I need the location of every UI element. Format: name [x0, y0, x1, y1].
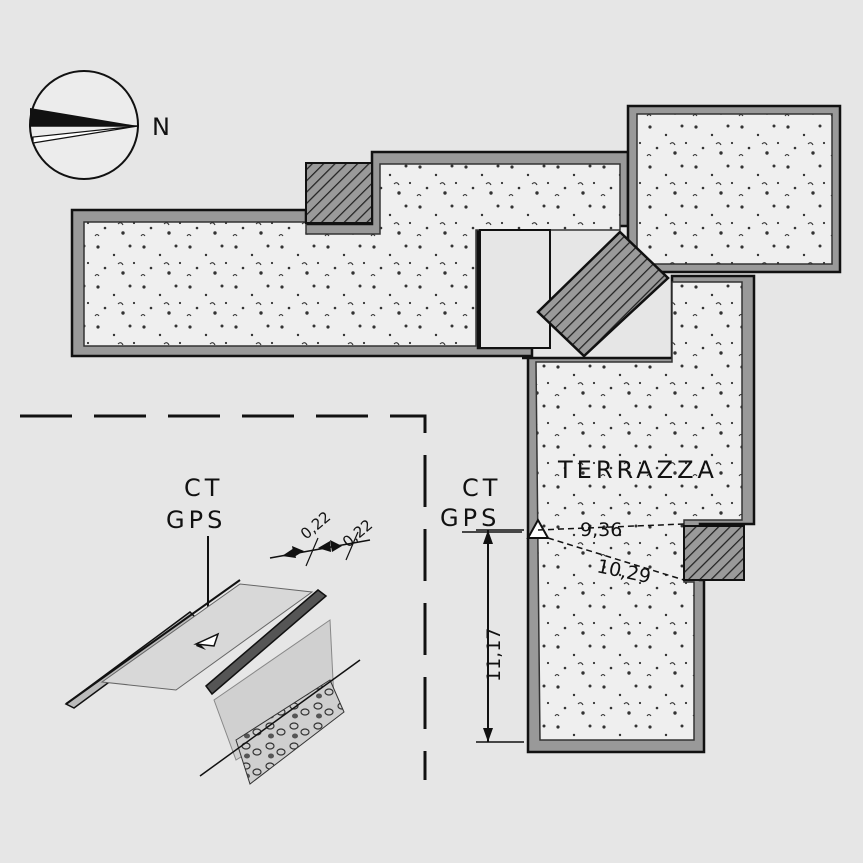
survey-label-ct-right: CT — [462, 474, 501, 502]
survey-point-marker-left — [193, 632, 220, 647]
building-left-block — [70, 150, 630, 358]
hatched-stair — [536, 230, 670, 358]
survey-label-gps-left: GPS — [166, 506, 226, 534]
dimension-left-b: 0,22 — [339, 516, 376, 551]
property-boundary — [20, 414, 427, 780]
wall-section-detail — [64, 531, 371, 785]
dimension-9-36: 9,36 — [580, 519, 622, 541]
terrace-label: TERRAZZA — [557, 456, 718, 484]
compass-needle-dark — [30, 108, 138, 126]
terrace-area — [522, 274, 756, 754]
building-right-block — [626, 104, 842, 274]
hatched-chimney-top — [305, 162, 373, 224]
survey-measurements — [476, 517, 685, 743]
compass-rose — [29, 70, 139, 180]
dimension-11-17: 11,17 — [483, 628, 505, 682]
north-label: N — [152, 113, 170, 141]
hatched-chimney-terrace — [683, 525, 745, 581]
survey-label-gps-right: GPS — [440, 504, 500, 532]
survey-label-ct-left: CT — [184, 474, 223, 502]
compass-needle-light — [32, 125, 139, 144]
survey-point-marker — [526, 517, 550, 539]
dimension-left-a: 0,22 — [297, 508, 334, 543]
